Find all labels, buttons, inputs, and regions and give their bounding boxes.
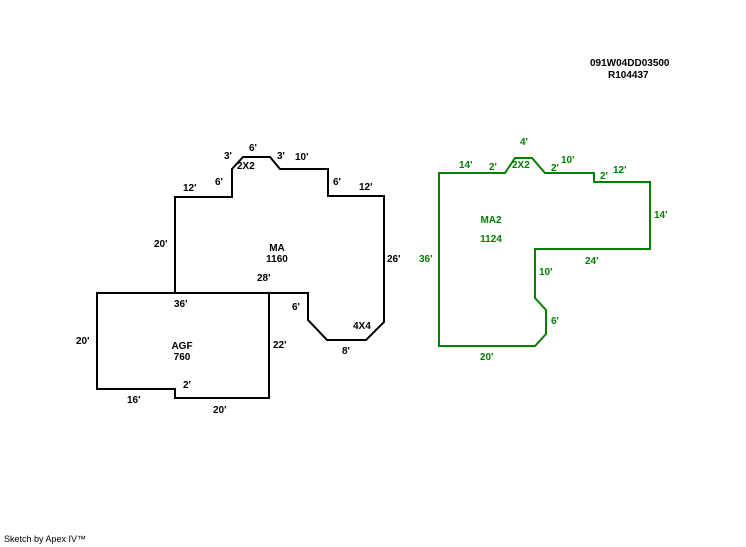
ma-dim-label: 28'	[257, 273, 271, 284]
ma2-dim-label: 24'	[585, 256, 599, 267]
ma-dim-label: 26'	[387, 254, 401, 265]
ma-dim-label: 12'	[359, 182, 373, 193]
ma2-dim-label: 2'	[489, 162, 497, 173]
account-number: R104437	[608, 70, 649, 81]
ma2-dim-label: 4'	[520, 137, 528, 148]
agf-area: 760	[173, 352, 191, 363]
ma-dim-label: 3'	[224, 151, 232, 162]
agf-label: AGF	[171, 341, 193, 352]
ma-dim-label: 4X4	[353, 321, 371, 332]
ma-outline	[174, 156, 385, 341]
ma-label: MA	[269, 243, 285, 254]
ma2-dim-label: 2X2	[512, 160, 530, 171]
ma-dim-label: 6'	[292, 302, 300, 313]
ma2-dim-label: 14'	[654, 210, 668, 221]
ma2-dim-label: 14'	[459, 160, 473, 171]
ma-dim-label: 6'	[215, 177, 223, 188]
ma2-outline	[438, 157, 651, 347]
ma2-dim-label: 2'	[600, 171, 608, 182]
agf-dim-label: 22'	[273, 340, 287, 351]
ma-dim-label: 6'	[249, 143, 257, 154]
ma2-dim-label: 2'	[551, 163, 559, 174]
ma2-dim-label: 10'	[561, 155, 575, 166]
agf-dim-label: 20'	[213, 405, 227, 416]
ma-dim-label: 20'	[154, 239, 168, 250]
ma2-dim-label: 12'	[613, 165, 627, 176]
agf-dim-label: 16'	[127, 395, 141, 406]
ma-area: 1160	[266, 254, 288, 265]
parcel-id: 091W04DD03500	[590, 58, 670, 69]
agf-dim-label: 36'	[174, 299, 188, 310]
ma-dim-label: 8'	[342, 346, 350, 357]
sketch-credit: Sketch by Apex IV™	[4, 534, 87, 544]
ma-dim-label: 10'	[295, 152, 309, 163]
agf-dim-label: 20'	[76, 336, 90, 347]
ma-dim-label: 12'	[183, 183, 197, 194]
agf-dim-label: 2'	[183, 380, 191, 391]
ma2-label: MA2	[480, 215, 502, 226]
ma2-dim-label: 10'	[539, 267, 553, 278]
ma2-dim-label: 36'	[419, 254, 433, 265]
ma-dim-label: 2X2	[237, 161, 255, 172]
ma2-dim-label: 6'	[551, 316, 559, 327]
ma-dim-label: 3'	[277, 151, 285, 162]
ma2-area: 1124	[480, 234, 502, 245]
agf-outline	[96, 292, 270, 399]
ma2-dim-label: 20'	[480, 352, 494, 363]
ma-dim-label: 6'	[333, 177, 341, 188]
